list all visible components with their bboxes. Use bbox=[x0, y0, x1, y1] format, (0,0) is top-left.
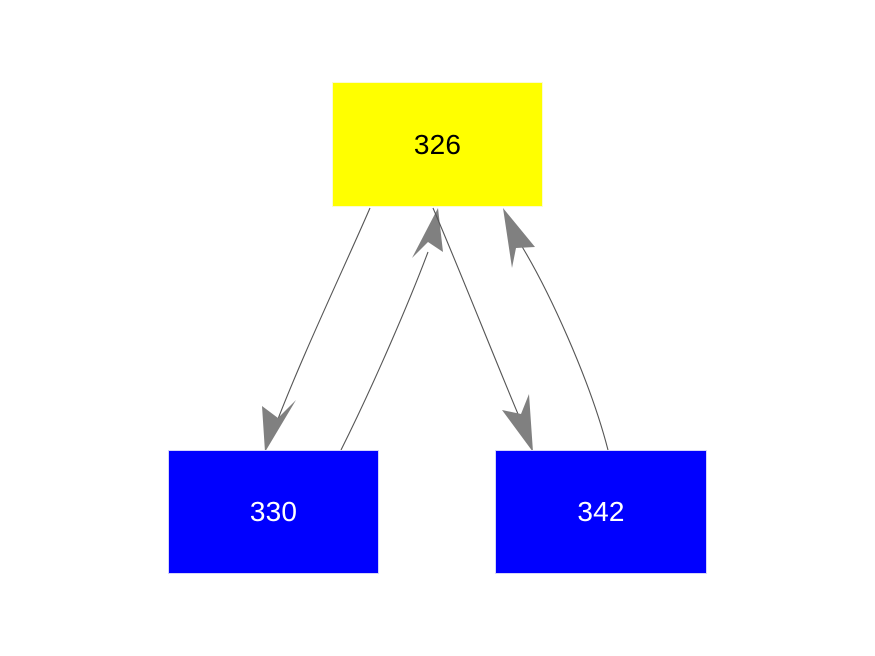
graph-node-342[interactable]: 342 bbox=[495, 450, 707, 574]
edge-330-to-326-line bbox=[340, 251, 429, 451]
edge-326-to-342-arrowhead bbox=[502, 394, 533, 452]
edge-326-to-342 bbox=[432, 207, 533, 452]
edge-330-to-326 bbox=[340, 208, 443, 451]
edge-326-to-342-line bbox=[432, 207, 519, 415]
edge-342-to-326 bbox=[503, 208, 609, 451]
graph-node-330[interactable]: 330 bbox=[168, 450, 379, 574]
edge-330-to-326-arrowhead bbox=[412, 208, 443, 258]
edge-326-to-330 bbox=[262, 207, 371, 452]
graph-node-326-label: 326 bbox=[413, 128, 462, 160]
edge-326-to-330-arrowhead bbox=[262, 400, 296, 452]
edge-326-to-330-line bbox=[272, 207, 371, 433]
edge-342-to-326-line bbox=[517, 239, 609, 451]
graph-node-326[interactable]: 326 bbox=[332, 82, 543, 207]
graph-node-330-label: 330 bbox=[249, 496, 298, 527]
edge-342-to-326-arrowhead bbox=[503, 208, 535, 268]
graph-node-342-label: 342 bbox=[577, 496, 625, 527]
